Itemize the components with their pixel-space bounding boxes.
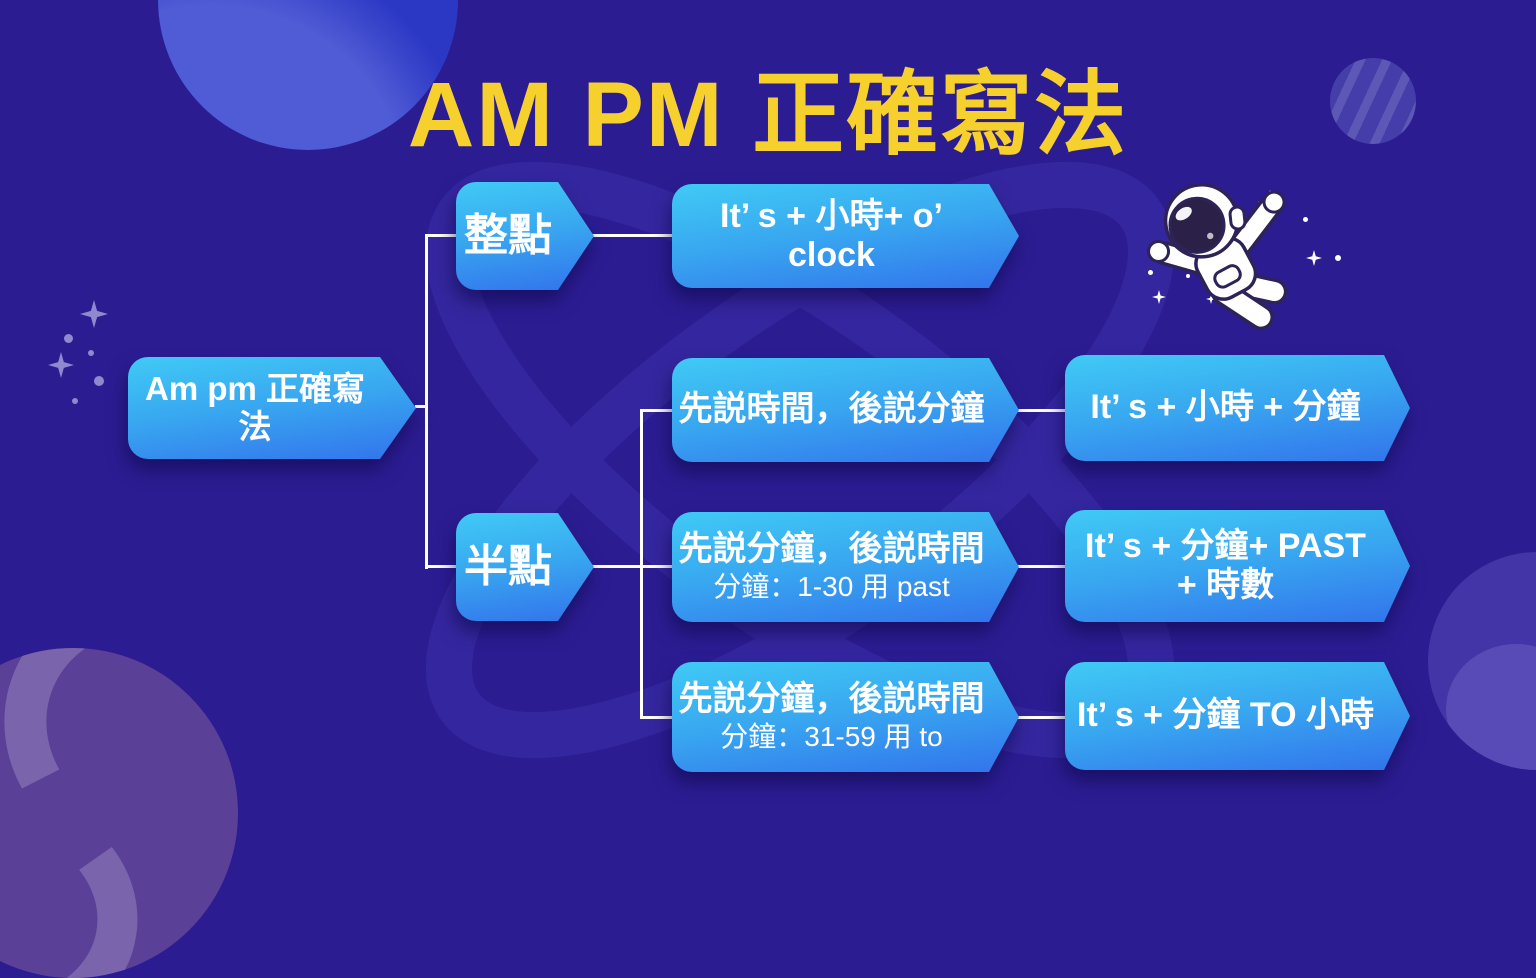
case-time-first-label: 先説時間，後説分鐘 [678,390,985,429]
formula-past-line2: + 時數 [1176,566,1275,604]
formula-hour-minute-node: It’ s + 小時 + 分鐘 [1065,355,1410,461]
connector [640,409,643,719]
formula-oclock-text: It’ s + 小時+ o’ clock [720,196,943,274]
case-minute-first-past-note: 分鐘：1-30 用 past [713,571,950,603]
connector [425,234,456,237]
formula-hour-minute-text: It’ s + 小時 + 分鐘 [1090,388,1361,427]
formula-past-line1: It’ s + 分鐘+ PAST [1085,526,1366,565]
case-minute-first-to-label: 先説分鐘，後説時間 [678,680,985,719]
star-dot-icon [64,334,73,343]
connector [592,565,642,568]
connector [592,234,672,237]
star-dot-icon [94,376,104,386]
whole-hour-label: 整點 [464,210,552,260]
star-dot-icon [1186,274,1190,278]
connector [425,565,456,568]
connector [640,409,672,412]
connector [640,565,672,568]
half-hour-node: 半點 [456,513,594,621]
planet-bottom-left-icon [0,648,238,978]
root-node-label: Am pm 正確寫法 [144,370,365,445]
whole-hour-node: 整點 [456,182,594,290]
root-node: Am pm 正確寫法 [128,357,416,459]
astronaut-icon [1147,183,1288,331]
planet-top-right-icon [1330,58,1416,144]
case-minute-first-to-note: 分鐘：31-59 用 to [720,721,943,753]
formula-oclock-node: It’ s + 小時+ o’ clock [672,184,1019,288]
star-dot-icon [88,350,94,356]
sparkle-star-icon [1206,294,1216,304]
formula-past-node: It’ s + 分鐘+ PAST + 時數 [1065,510,1410,622]
connector [1014,409,1065,412]
star-dot-icon [1148,270,1153,275]
sparkle-star-icon [80,300,108,328]
case-minute-first-past-node: 先説分鐘，後説時間 分鐘：1-30 用 past [672,512,1019,622]
sparkle-star-icon [48,352,74,378]
planet-bottom-right-icon [1428,552,1536,770]
connector [1014,565,1065,568]
connector [415,405,427,408]
case-time-first-node: 先説時間，後説分鐘 [672,358,1019,462]
formula-to-node: It’ s + 分鐘 TO 小時 [1065,662,1410,770]
case-minute-first-past-label: 先説分鐘，後説時間 [678,530,985,569]
star-dot-icon [1335,255,1341,261]
formula-to-text: It’ s + 分鐘 TO 小時 [1077,696,1374,735]
connector [425,234,428,569]
case-minute-first-to-node: 先説分鐘，後説時間 分鐘：31-59 用 to [672,662,1019,772]
connector [640,716,672,719]
star-dot-icon [72,398,78,404]
half-hour-label: 半點 [464,541,552,591]
star-dot-icon [1303,217,1308,222]
connector [1014,716,1065,719]
page-title: AM PM 正確寫法 [407,64,1129,166]
